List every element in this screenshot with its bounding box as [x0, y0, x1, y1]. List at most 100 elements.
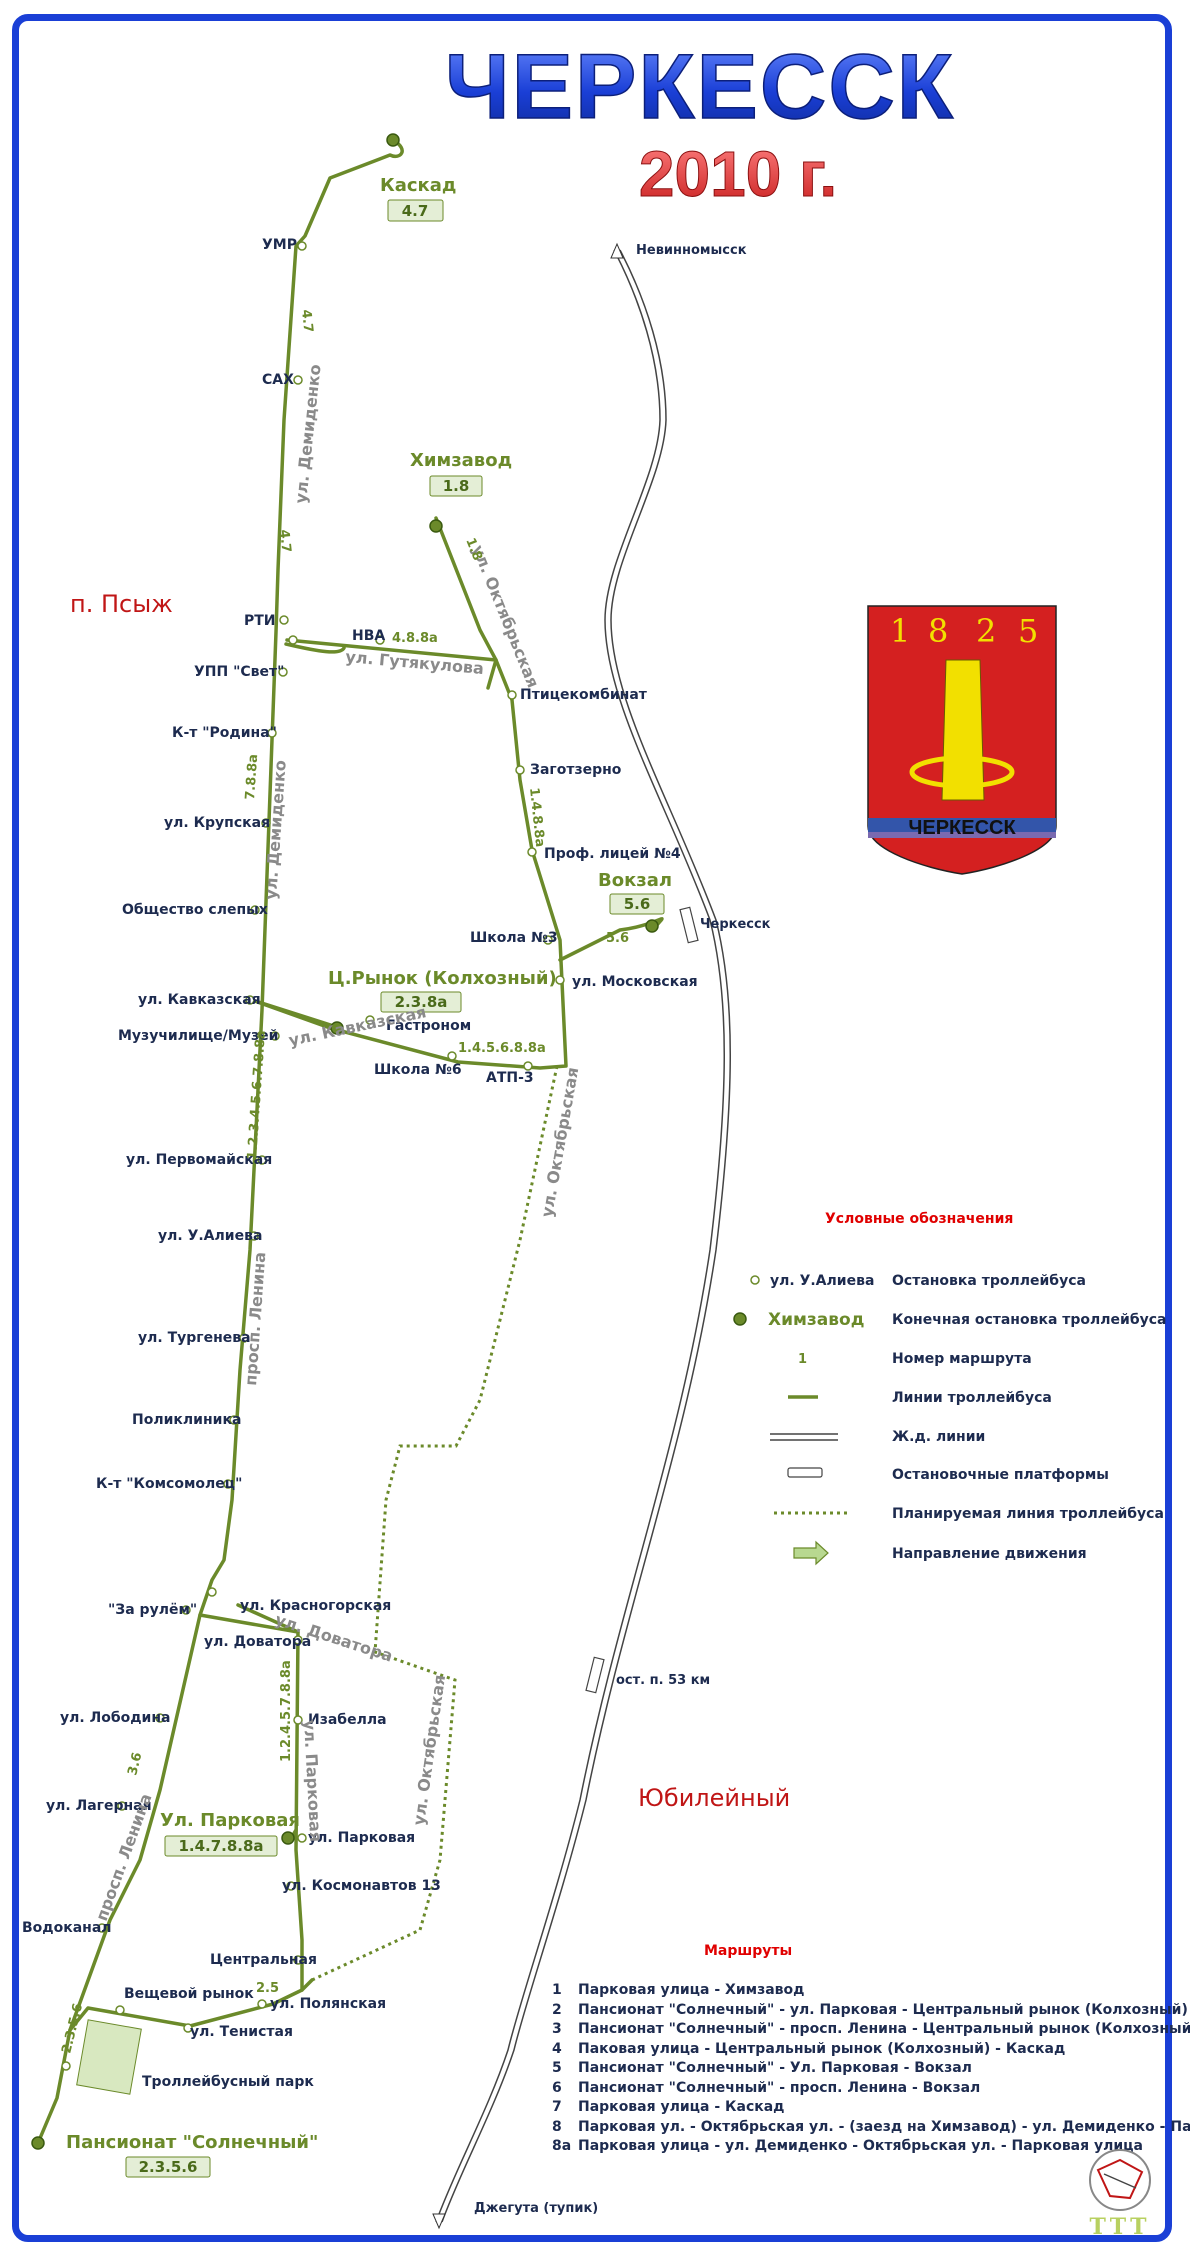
- stop-turgeneva: ул. Тургенева: [138, 1330, 251, 1346]
- rail-platform-53km: [585, 1656, 605, 1694]
- route-label-1-2-3-4-5-6-7-8-8a: 1.2.3.4.5.6.7.8.8а: [245, 1030, 269, 1160]
- terminal-parkovaya-routes: 1.4.7.8.8а: [178, 1837, 263, 1855]
- stop-komsomolets: К-т "Комсомолец": [96, 1476, 242, 1492]
- stop-tsentralnaya: Центральная: [210, 1952, 317, 1968]
- stop-labels: УМР САХ РТИ УПП "Свет" К-т "Родина" ул. …: [22, 237, 698, 2090]
- rail-cherkessk: Черкесск: [700, 917, 771, 932]
- emblem-digit-4: 5: [1018, 612, 1038, 650]
- legend-route-number: Номер маршрута: [892, 1351, 1032, 1367]
- route-label-4-8-8a: 4.8.8а: [392, 631, 438, 646]
- street-demidenko-1: ул. Демиденко: [291, 363, 325, 504]
- street-oktyabrskaya-2: ул. Октябрьская: [537, 1066, 582, 1219]
- stop-rodina: К-т "Родина": [172, 725, 277, 741]
- stop-veshchevoy: Вещевой рынок: [124, 1986, 254, 2002]
- stop-park: Троллейбусный парк: [142, 2074, 314, 2090]
- terminal-markers: [31, 133, 659, 2150]
- stop-zarulem: "За рулём": [108, 1602, 197, 1618]
- terminal-parkovaya: Ул. Парковая: [160, 1810, 300, 1831]
- route-label-3-6: 3.6: [125, 1751, 145, 1777]
- ttt-logo: ТТТ: [1089, 2149, 1151, 2240]
- route-label-4-7-b: 4.7: [276, 529, 293, 553]
- route-2-no: 2: [552, 2002, 562, 2018]
- route-1-text: Парковая улица - Химзавод: [578, 1982, 804, 1998]
- route-5-no: 5: [552, 2060, 562, 2076]
- route-label-5-6: 5.6: [606, 931, 629, 946]
- trolleybus-lines: [36, 138, 664, 2145]
- stop-slepykh: Общество слепых: [122, 902, 268, 918]
- legend-heading: Условные обозначения: [825, 1211, 1013, 1227]
- route-label-1-4-5-6-8-8a: 1.4.5.6.8.8а: [458, 1041, 546, 1056]
- legend-sample-stop: ул. У.Алиева: [770, 1273, 874, 1289]
- stop-tenistaya: ул. Тенистая: [190, 2024, 293, 2040]
- route-7-text: Парковая улица - Каскад: [578, 2099, 785, 2115]
- coat-of-arms: 1 8 2 5 ЧЕРКЕССК: [867, 605, 1057, 875]
- logo-text: ТТТ: [1089, 2214, 1150, 2240]
- stop-gastronom: Гастроном: [386, 1018, 471, 1034]
- stop-krasnogorskaya: ул. Красногорская: [240, 1598, 391, 1614]
- stop-umr: УМР: [262, 237, 297, 253]
- route-label-1-2-4-5-7-8-8a: 1.2.4.5.7.8.8а: [279, 1660, 294, 1762]
- route-label-2-3-5-6: 2.3.5.6: [59, 2002, 86, 2055]
- terminal-kaskad: Каскад: [380, 175, 456, 196]
- route-4-text: Паковая улица - Центральный рынок (Колхо…: [578, 2041, 1065, 2057]
- route-label-1-4-8-8a: 1.4.8.8а: [526, 787, 547, 848]
- stop-ualieva: ул. У.Алиева: [158, 1228, 262, 1244]
- route-label-4-7-a: 4.7: [298, 309, 315, 333]
- stop-vodokanal: Водоканал: [22, 1920, 112, 1936]
- stop-polyanskaya: ул. Полянская: [270, 1996, 386, 2012]
- terminal-khimzavod-box: [429, 475, 483, 497]
- arrow-south-icon: [432, 2213, 446, 2230]
- stop-parkovaya: ул. Парковая: [308, 1830, 415, 1846]
- routes-list: Маршруты 1 Парковая улица - Химзавод 2 П…: [552, 1943, 1190, 2154]
- stop-kavkazskaya: ул. Кавказская: [138, 992, 261, 1008]
- railway-line: [435, 249, 731, 2223]
- legend-planned-line: Планируемая линия троллейбуса: [892, 1506, 1164, 1522]
- street-lenina-1: просп. Ленина: [241, 1251, 269, 1386]
- legend-direction: Направление движения: [892, 1546, 1087, 1562]
- stop-moskovskaya: ул. Московская: [572, 974, 698, 990]
- legend-trolley-line: Линии троллейбуса: [892, 1390, 1052, 1406]
- stop-shkola3: Школа №3: [470, 930, 558, 946]
- map-year: 2010 г.: [639, 138, 837, 210]
- stop-lagernaya: ул. Лагерная: [46, 1798, 152, 1814]
- route-7-no: 7: [552, 2099, 562, 2115]
- stop-markers: [61, 241, 565, 2071]
- stop-kosmonavtov: ул. Космонавтов 13: [282, 1878, 441, 1894]
- rail-platform-cherkessk: [679, 906, 699, 944]
- route-6-text: Пансионат "Солнечный" - просп. Ленина - …: [578, 2080, 980, 2096]
- stop-shkola6: Школа №6: [374, 1062, 462, 1078]
- arrow-north-icon: [610, 242, 624, 259]
- stop-muzuch: Музучилище/Музей: [118, 1028, 278, 1044]
- terminal-vokzal-routes: 5.6: [624, 895, 651, 913]
- legend-sample-terminal: Химзавод: [768, 1310, 864, 1330]
- route-3-no: 3: [552, 2021, 562, 2037]
- rail-dzheguta: Джегута (тупик): [474, 2201, 598, 2216]
- terminal-vokzal-box: [609, 893, 665, 915]
- route-label-7-8-8a: 7.8.8а: [243, 754, 261, 801]
- terminal-rynok-box: [380, 991, 462, 1013]
- terminal-vokzal: Вокзал: [598, 870, 672, 891]
- stop-pervomayskaya: ул. Первомайская: [126, 1152, 272, 1168]
- street-demidenko-2: ул. Демиденко: [261, 759, 290, 900]
- stop-ptitsekombinat: Птицекомбинат: [520, 687, 648, 703]
- legend: Условные обозначения ул. У.Алиева Остано…: [733, 1211, 1167, 1566]
- legend-rail-line: Ж.д. линии: [892, 1429, 985, 1445]
- legend-stop: Остановка троллейбуса: [892, 1273, 1086, 1289]
- emblem-digit-3: 2: [976, 612, 996, 650]
- map-frame: [12, 14, 1172, 2242]
- terminal-rynok: Ц.Рынок (Колхозный): [328, 968, 557, 989]
- emblem-name: ЧЕРКЕССК: [908, 817, 1016, 839]
- terminal-khimzavod-routes: 1.8: [443, 477, 470, 495]
- stop-krupskaya: ул. Крупская: [164, 815, 270, 831]
- street-oktyabrskaya-3: ул. Октябрьская: [409, 1673, 449, 1826]
- terminal-parkovaya-box: [164, 1835, 278, 1857]
- route-1-no: 1: [552, 1982, 562, 1998]
- route-8a-no: 8а: [552, 2138, 571, 2154]
- terminal-solnechny-box: [125, 2156, 211, 2178]
- route-3-text: Пансионат "Солнечный" - просп. Ленина - …: [578, 2021, 1190, 2037]
- stop-rti: РТИ: [244, 613, 276, 629]
- route-8-text: Парковая ул. - Октябрьская ул. - (заезд …: [578, 2119, 1190, 2135]
- emblem-digit-1: 1: [890, 612, 910, 650]
- planned-line: [311, 1065, 559, 1982]
